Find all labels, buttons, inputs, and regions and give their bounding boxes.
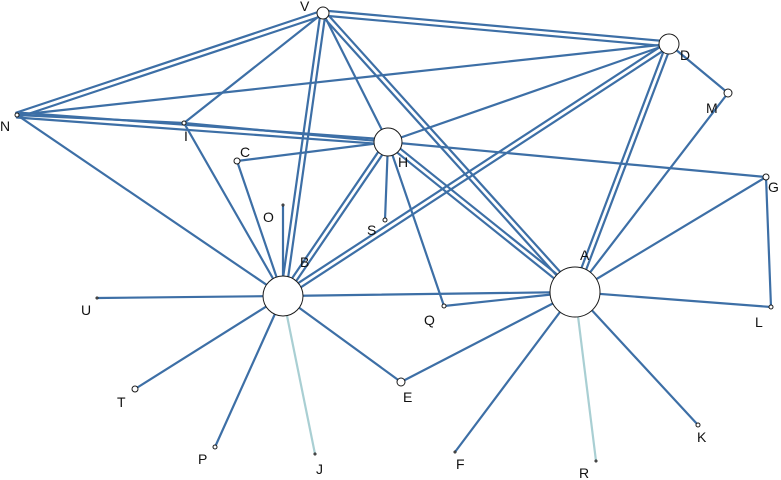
edge-v-d xyxy=(321,14,670,48)
edge-a-l xyxy=(573,290,773,309)
node-label-t: T xyxy=(117,394,126,410)
edge-a-e xyxy=(399,290,577,384)
edge-a-k xyxy=(573,290,700,427)
node-label-c: C xyxy=(240,144,250,160)
node-g xyxy=(762,173,770,181)
edge-c-h xyxy=(235,140,390,163)
edge-v-n xyxy=(15,9,324,114)
node-label-b: B xyxy=(300,254,309,270)
edge-n-d xyxy=(15,42,671,117)
node-label-p: P xyxy=(198,451,207,467)
edge-b-j xyxy=(281,294,317,456)
edge-v-n-2 xyxy=(16,14,325,119)
edge-h-g xyxy=(386,140,768,179)
node-j xyxy=(313,452,317,456)
edge-h-q xyxy=(386,140,446,308)
edge-n-i xyxy=(15,113,186,125)
edge-a-h xyxy=(388,138,578,292)
nodes-layer xyxy=(14,6,774,463)
node-l xyxy=(768,304,774,310)
edge-b-d-2 xyxy=(280,40,669,296)
edge-b-u xyxy=(95,294,285,300)
edge-b-v-2 xyxy=(279,11,322,297)
edge-a-v-2 xyxy=(320,13,575,295)
node-label-j: J xyxy=(316,461,323,477)
node-a xyxy=(549,266,601,318)
edge-b-v xyxy=(284,12,327,298)
node-label-u: U xyxy=(81,302,91,318)
node-d xyxy=(658,33,680,55)
edge-a-m xyxy=(573,91,730,294)
edge-a-d xyxy=(576,43,673,294)
edge-a-r xyxy=(573,290,598,463)
edge-b-a xyxy=(281,290,577,298)
node-i xyxy=(181,120,187,126)
node-u xyxy=(95,296,99,300)
node-label-m: M xyxy=(706,100,718,116)
node-v xyxy=(316,6,330,20)
node-label-e: E xyxy=(403,389,412,405)
node-label-o: O xyxy=(263,209,274,225)
edge-d-h xyxy=(386,42,671,144)
node-label-a: A xyxy=(580,247,590,263)
node-b xyxy=(262,275,304,317)
edge-b-n xyxy=(15,113,285,298)
edge-n-h-2 xyxy=(16,111,390,141)
node-c xyxy=(233,157,241,165)
edge-b-h xyxy=(283,142,392,299)
node-o xyxy=(281,203,285,207)
node-label-d: D xyxy=(680,47,690,63)
edge-n-h xyxy=(15,116,389,146)
node-label-s: S xyxy=(367,222,376,238)
node-t xyxy=(131,385,139,393)
edge-b-c xyxy=(235,159,285,298)
edge-b-i xyxy=(182,121,285,298)
node-label-k: K xyxy=(697,429,707,445)
edges-layer xyxy=(15,9,773,463)
edge-v-d-2 xyxy=(322,9,671,43)
node-n xyxy=(14,112,20,118)
edge-b-h-2 xyxy=(279,139,388,296)
node-label-i: I xyxy=(184,128,188,144)
node-s xyxy=(382,217,388,223)
node-label-h: H xyxy=(398,154,408,170)
edge-a-v xyxy=(323,10,578,292)
node-label-f: F xyxy=(456,456,465,472)
edge-b-t xyxy=(133,294,285,391)
edge-b-p xyxy=(213,294,285,449)
edge-a-d-2 xyxy=(571,42,668,293)
node-label-v: V xyxy=(300,0,310,14)
node-r xyxy=(594,459,598,463)
node-h xyxy=(373,127,403,157)
node-label-n: N xyxy=(0,118,10,134)
node-m xyxy=(723,88,733,98)
node-p xyxy=(212,444,218,450)
edge-b-e xyxy=(281,294,403,384)
edge-d-m xyxy=(667,42,730,95)
node-q xyxy=(441,303,447,309)
node-f xyxy=(453,450,457,454)
node-label-l: L xyxy=(755,314,763,330)
node-e xyxy=(396,377,406,387)
edge-b-d xyxy=(283,44,672,300)
node-k xyxy=(695,422,701,428)
edge-a-f xyxy=(453,290,577,454)
node-label-r: R xyxy=(579,465,589,480)
edge-a-h-2 xyxy=(385,142,575,296)
node-label-q: Q xyxy=(424,312,435,328)
edge-a-g xyxy=(573,175,768,294)
edge-i-h xyxy=(182,121,390,144)
node-label-g: G xyxy=(768,179,779,195)
edge-v-i xyxy=(182,11,325,125)
edge-g-l xyxy=(764,175,773,309)
